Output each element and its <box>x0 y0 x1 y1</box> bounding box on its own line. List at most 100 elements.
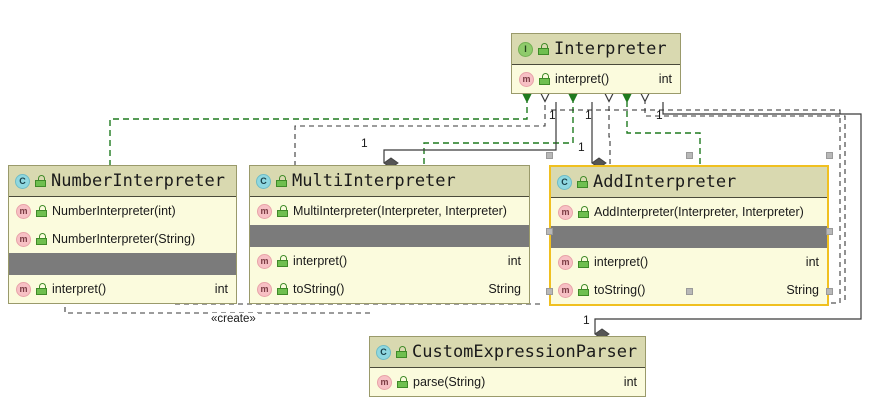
member-row[interactable]: m MultiInterpreter(Interpreter, Interpre… <box>250 197 529 225</box>
class-box-interpreter[interactable]: I Interpreter m interpret() int <box>511 33 681 94</box>
lock-icon <box>36 205 47 217</box>
lock-icon <box>539 73 550 85</box>
method-icon: m <box>16 203 31 219</box>
section-separator <box>250 225 529 247</box>
member-row[interactable]: m interpret() int <box>512 65 680 93</box>
member-name: MultiInterpreter(Interpreter, Interprete… <box>293 204 507 218</box>
selection-handle-bottom-right[interactable] <box>826 288 833 295</box>
member-name: AddInterpreter(Interpreter, Interpreter) <box>594 205 804 219</box>
lock-icon <box>578 206 589 218</box>
selection-outline <box>551 109 841 304</box>
lock-icon <box>538 43 549 55</box>
multiplicity-label-a: 1 <box>549 108 556 122</box>
member-row[interactable]: m toString() String <box>250 275 529 303</box>
lock-icon <box>396 346 407 358</box>
multiplicity-label-c: 1 <box>656 108 663 122</box>
class-box-number-interpreter[interactable]: C NumberInterpreter m NumberInterpreter(… <box>8 165 237 304</box>
selection-handle-mid-right[interactable] <box>826 228 833 235</box>
method-icon: m <box>16 231 31 247</box>
dependency-create-number-b[interactable] <box>175 289 540 305</box>
lock-icon <box>277 283 288 295</box>
lock-icon <box>36 283 47 295</box>
selection-handle-bottom-left[interactable] <box>546 288 553 295</box>
member-name: NumberInterpreter(String) <box>52 232 196 246</box>
method-icon: m <box>257 203 272 219</box>
member-type: int <box>658 72 672 86</box>
section-separator <box>551 226 827 248</box>
association-multi-interpreter-composition[interactable] <box>383 102 557 169</box>
method-icon: m <box>257 253 272 269</box>
member-type: int <box>507 254 521 268</box>
member-name: interpret() <box>594 255 649 269</box>
member-name: interpret() <box>52 282 107 296</box>
realization-multi-interpreter[interactable] <box>423 102 573 164</box>
dependency-multi-to-interpreter-a[interactable] <box>294 102 545 166</box>
method-icon: m <box>558 254 573 270</box>
member-name: interpret() <box>555 72 610 86</box>
class-name-number-interpreter: NumberInterpreter <box>51 171 225 191</box>
method-icon: m <box>519 71 534 87</box>
method-icon: m <box>558 282 573 298</box>
selection-handle-top-left[interactable] <box>546 152 553 159</box>
interface-icon: I <box>518 41 533 57</box>
lock-icon <box>577 176 588 188</box>
selection-handle-mid-left[interactable] <box>546 228 553 235</box>
class-header-interpreter: I Interpreter <box>512 34 680 65</box>
selection-handle-top-center[interactable] <box>686 152 693 159</box>
member-row[interactable]: m interpret() int <box>9 275 236 303</box>
class-name-add-interpreter: AddInterpreter <box>593 172 737 192</box>
member-row[interactable]: m AddInterpreter(Interpreter, Interprete… <box>551 198 827 226</box>
member-type: int <box>805 255 819 269</box>
member-name: parse(String) <box>413 375 486 389</box>
multiplicity-label-e: 1 <box>578 140 585 154</box>
member-row[interactable]: m NumberInterpreter(String) <box>9 225 236 253</box>
dependency-add-to-interpreter-b[interactable] <box>645 102 846 300</box>
lock-icon <box>578 284 589 296</box>
dependency-create-number-a[interactable] <box>65 289 370 314</box>
lock-icon <box>397 376 408 388</box>
member-name: interpret() <box>293 254 348 268</box>
member-row[interactable]: m NumberInterpreter(int) <box>9 197 236 225</box>
lock-icon <box>578 256 589 268</box>
method-icon: m <box>16 281 31 297</box>
create-stereotype-label: «create» <box>209 313 258 325</box>
lock-icon <box>35 175 46 187</box>
member-type: int <box>214 282 228 296</box>
multiplicity-label-b: 1 <box>585 108 592 122</box>
member-type: String <box>488 282 521 296</box>
member-row[interactable]: m interpret() int <box>551 248 827 276</box>
class-icon: C <box>256 173 271 189</box>
lock-icon <box>277 255 288 267</box>
class-icon: C <box>376 344 391 360</box>
member-name: toString() <box>594 283 646 297</box>
multiplicity-label-f: 1 <box>583 313 590 327</box>
class-box-multi-interpreter[interactable]: C MultiInterpreter m MultiInterpreter(In… <box>249 165 530 304</box>
lock-icon <box>36 233 47 245</box>
member-type: int <box>623 375 637 389</box>
method-icon: m <box>257 281 272 297</box>
class-box-custom-expression-parser[interactable]: C CustomExpressionParser m parse(String)… <box>369 336 646 397</box>
section-separator <box>9 253 236 275</box>
class-header-number-interpreter: C NumberInterpreter <box>9 166 236 197</box>
member-type: String <box>786 283 819 297</box>
selection-handle-top-right[interactable] <box>826 152 833 159</box>
member-row[interactable]: m interpret() int <box>250 247 529 275</box>
class-icon: C <box>557 174 572 190</box>
class-icon: C <box>15 173 30 189</box>
member-name: toString() <box>293 282 345 296</box>
dependency-add-to-interpreter-a[interactable] <box>609 102 610 164</box>
class-name-multi-interpreter: MultiInterpreter <box>292 171 456 191</box>
method-icon: m <box>558 204 573 220</box>
lock-icon <box>277 205 288 217</box>
realization-add-interpreter[interactable] <box>627 102 701 164</box>
member-row[interactable]: m parse(String) int <box>370 368 645 396</box>
class-header-custom-expression-parser: C CustomExpressionParser <box>370 337 645 368</box>
class-name-interpreter: Interpreter <box>554 39 667 59</box>
selection-handle-bottom-center[interactable] <box>686 288 693 295</box>
class-box-add-interpreter[interactable]: C AddInterpreter m AddInterpreter(Interp… <box>549 165 829 306</box>
realization-number-interpreter[interactable] <box>109 102 527 166</box>
association-parser-composition[interactable] <box>594 102 862 340</box>
class-header-add-interpreter: C AddInterpreter <box>551 167 827 198</box>
